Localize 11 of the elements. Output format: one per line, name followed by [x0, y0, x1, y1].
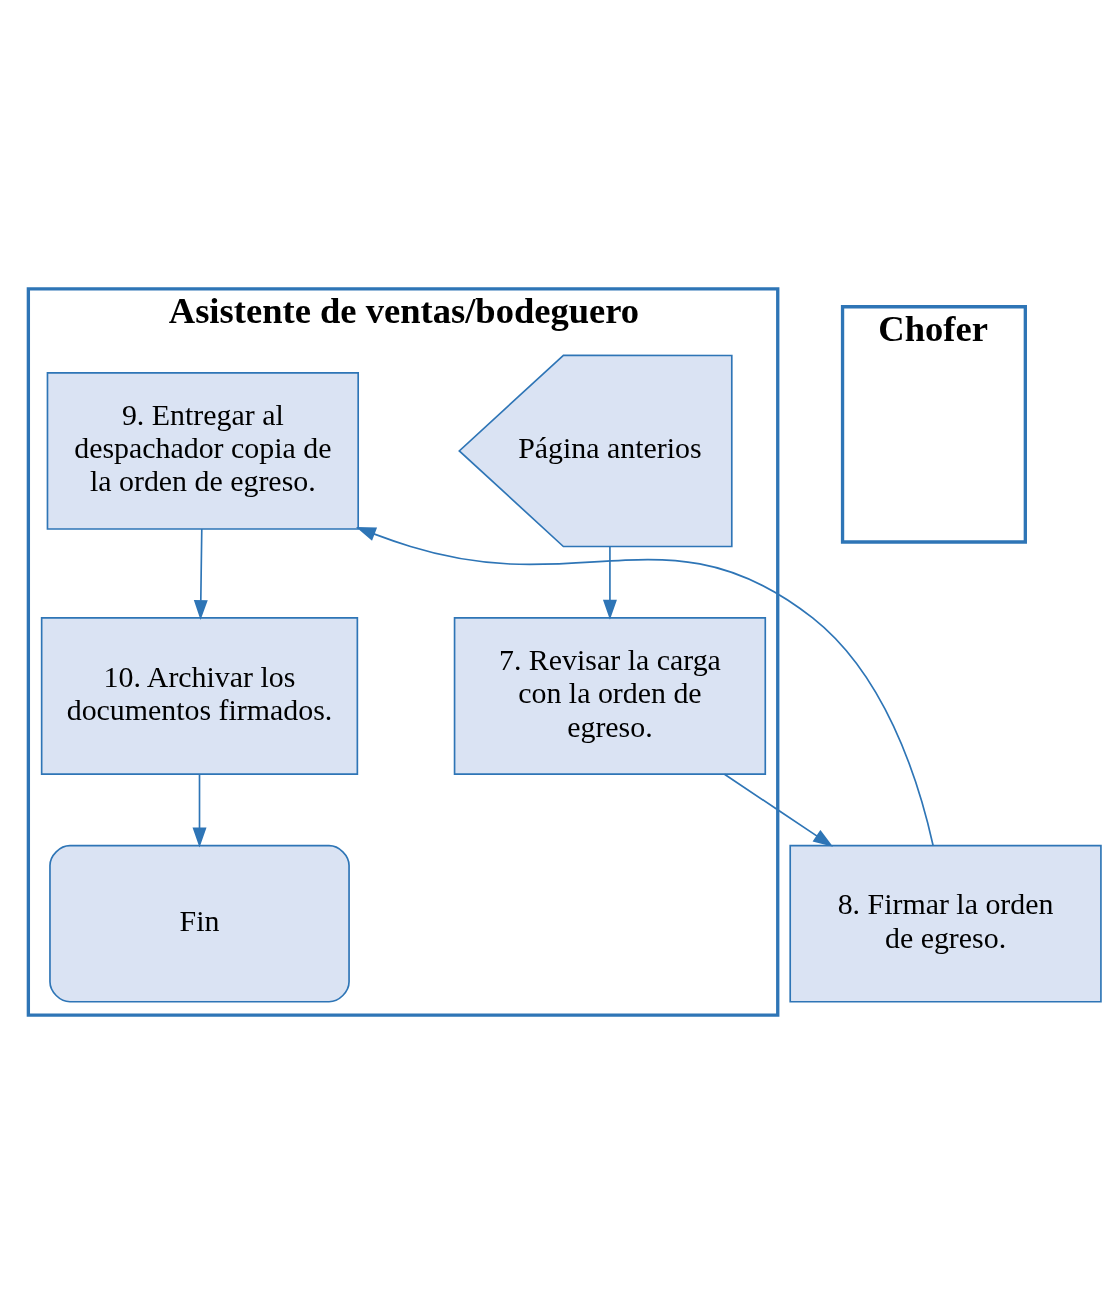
node-box: 10. Archivar los documentos firmados.: [40, 617, 359, 775]
arrow: [723, 773, 834, 847]
node-box: 9. Entregar al despachador copia de la orden de egreso.: [46, 372, 359, 530]
arrow: [192, 773, 207, 848]
node-box: 7. Revisar la carga con la orden de egreso.: [453, 617, 767, 775]
node-box: Fin: [49, 844, 350, 1003]
arrow: [193, 528, 208, 621]
arrow: [355, 526, 934, 847]
arrow: [602, 545, 617, 620]
node-box: Chofer: [840, 305, 1027, 544]
node-box: 8. Firmar la orden de egreso.: [789, 844, 1102, 1003]
